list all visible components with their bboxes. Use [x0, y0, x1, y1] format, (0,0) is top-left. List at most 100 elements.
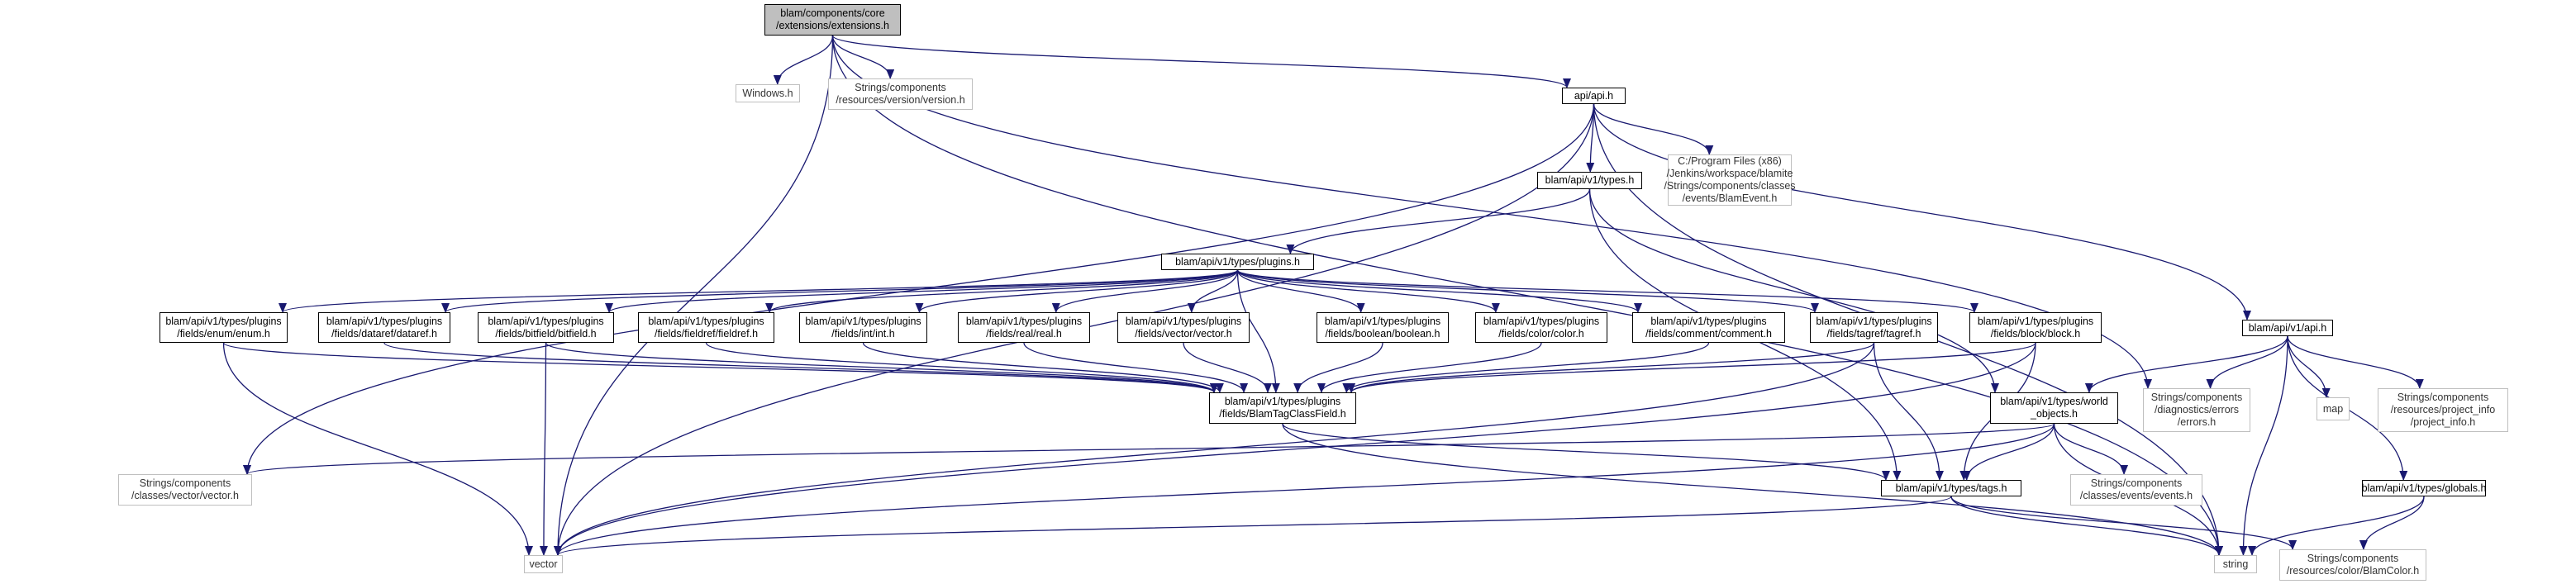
node-label-line: blam/api/v1/types/plugins — [648, 315, 764, 327]
node-dataref[interactable]: blam/api/v1/types/plugins/fields/dataref… — [318, 312, 450, 343]
node-label-line: blam/api/v1/types/plugins — [1650, 315, 1767, 327]
node-label-line: Strings/components — [139, 477, 231, 489]
node-comment[interactable]: blam/api/v1/types/plugins/fields/comment… — [1632, 312, 1785, 343]
edge-enum-to-classfield — [222, 342, 1218, 393]
edge-real-to-classfield — [1023, 342, 1248, 393]
node-label-line: /fields/comment/comment.h — [1645, 327, 1772, 339]
edge-api-to-v1api — [1593, 103, 2251, 320]
node-plugins[interactable]: blam/api/v1/types/plugins.h — [1161, 254, 1314, 270]
edge-ext-to-version — [831, 35, 895, 79]
node-label-line: blam/api/v1/types/plugins.h — [1175, 255, 1300, 268]
node-bitfield[interactable]: blam/api/v1/types/plugins/fields/bitfiel… — [478, 312, 614, 343]
node-label-line: _objects.h — [2031, 408, 2078, 420]
edge-dataref-to-classfield — [383, 342, 1218, 393]
node-ext[interactable]: blam/components/core/extensions/extensio… — [764, 4, 901, 36]
edge-enum-to-vector — [222, 342, 533, 556]
node-real[interactable]: blam/api/v1/types/plugins/fields/real/re… — [958, 312, 1090, 343]
edge-v1api-to-projinfo — [2287, 335, 2424, 389]
node-version: Strings/components/resources/version/ver… — [828, 78, 973, 110]
node-v1api[interactable]: blam/api/v1/api.h — [2242, 320, 2333, 336]
node-label-line: C:/Program Files (x86) — [1678, 155, 1782, 167]
edge-classfield-to-string — [1282, 423, 2223, 556]
node-label-line: /fields/fieldref/fieldref.h — [654, 327, 759, 339]
node-color[interactable]: blam/api/v1/types/plugins/fields/color/c… — [1475, 312, 1607, 343]
node-label-line: /fields/BlamTagClassField.h — [1219, 408, 1346, 420]
edge-bitfield-to-vector — [539, 342, 548, 556]
edge-plugins-to-tagref — [1236, 269, 1819, 313]
node-label-line: blam/api/v1/types/plugins — [1977, 315, 2094, 327]
edge-block-to-vector — [554, 342, 2036, 556]
node-tags[interactable]: blam/api/v1/types/tags.h — [1881, 480, 2021, 496]
edge-plugins-to-boolean — [1236, 269, 1365, 313]
node-fieldref[interactable]: blam/api/v1/types/plugins/fields/fieldre… — [638, 312, 774, 343]
edge-classfield-to-tags — [1282, 423, 1890, 481]
node-tagref[interactable]: blam/api/v1/types/plugins/fields/tagref/… — [1810, 312, 1938, 343]
node-api[interactable]: api/api.h — [1562, 88, 1626, 104]
edge-worldobj-to-vector — [554, 423, 2055, 556]
node-label-line: blam/api/v1/types/plugins — [1324, 315, 1441, 327]
node-label-line: api/api.h — [1574, 89, 1614, 102]
edge-plugins-to-classfield — [1236, 269, 1280, 393]
edge-boolean-to-classfield — [1293, 342, 1383, 393]
edge-worldobj-to-events — [2053, 423, 2129, 475]
edge-tags-to-blamcolor — [1950, 496, 2297, 550]
node-boolean[interactable]: blam/api/v1/types/plugins/fields/boolean… — [1317, 312, 1449, 343]
node-label-line: vector — [529, 558, 558, 570]
node-label-line: /fields/tagref/tagref.h — [1826, 327, 1921, 339]
node-vecclass: Strings/components/classes/vector/vector… — [118, 474, 252, 506]
edge-plugins-to-real — [1051, 269, 1239, 313]
node-events: Strings/components/classes/events/events… — [2070, 474, 2202, 506]
node-label-line: blam/api/v1/types/plugins — [326, 315, 443, 327]
node-label-line: /fields/vector/vector.h — [1135, 327, 1232, 339]
edge-worldobj-to-tags — [1962, 423, 2055, 481]
node-projinfo: Strings/components/resources/project_inf… — [2378, 388, 2508, 432]
edge-color-to-classfield — [1317, 342, 1542, 393]
node-label-line: /project_info.h — [2410, 416, 2476, 428]
node-label-line: /fields/bitfield/bitfield.h — [495, 327, 597, 339]
edge-plugins-to-dataref — [441, 269, 1239, 313]
edge-fieldref-to-classfield — [705, 342, 1218, 393]
edge-ext-to-string — [831, 35, 2223, 556]
node-label-line: blam/api/v1/types.h — [1545, 174, 1635, 186]
node-label-line: /classes/events/events.h — [2079, 490, 2193, 501]
edge-int-to-classfield — [862, 342, 1224, 393]
node-label-line: /fields/block/block.h — [1990, 327, 2081, 339]
node-int[interactable]: blam/api/v1/types/plugins/fields/int/int… — [799, 312, 927, 343]
edge-plugins-to-block — [1236, 269, 1978, 313]
node-enum[interactable]: blam/api/v1/types/plugins/fields/enum/en… — [160, 312, 288, 343]
node-label-line: /resources/color/BlamColor.h — [2286, 565, 2420, 577]
edge-globals-to-blamcolor — [2359, 496, 2425, 550]
node-label-line: blam/api/v1/types/world — [2000, 396, 2108, 407]
node-label-line: /fields/int/int.h — [831, 327, 895, 339]
node-worldobj[interactable]: blam/api/v1/types/world_objects.h — [1990, 392, 2118, 424]
node-label-line: blam/api/v1/types/plugins — [1483, 315, 1600, 327]
node-label-line: Strings/components — [2307, 553, 2399, 564]
node-label-line: Strings/components — [2090, 477, 2183, 489]
node-blamcolor: Strings/components/resources/color/BlamC… — [2279, 549, 2426, 581]
node-label-line: blam/api/v1/types/plugins — [1125, 315, 1242, 327]
node-blamevent: C:/Program Files (x86)/Jenkins/workspace… — [1664, 154, 1796, 206]
node-label-line: blam/components/core — [780, 7, 885, 19]
edge-plugins-to-enum — [279, 269, 1239, 313]
node-label-line: /fields/enum/enum.h — [177, 327, 270, 339]
node-label-line: /fields/real/real.h — [986, 327, 1062, 339]
node-string: string — [2214, 555, 2257, 573]
node-errors: Strings/components/diagnostics/errors/er… — [2143, 388, 2250, 432]
node-globals[interactable]: blam/api/v1/types/globals.h — [2362, 480, 2486, 496]
edge-plugins-to-vectorh — [1187, 269, 1239, 313]
node-types[interactable]: blam/api/v1/types.h — [1537, 172, 1642, 189]
edge-plugins-to-color — [1236, 269, 1500, 313]
node-block[interactable]: blam/api/v1/types/plugins/fields/block/b… — [1969, 312, 2102, 343]
node-label-line: Strings/components — [2397, 392, 2489, 403]
node-label-line: string — [2222, 558, 2249, 570]
node-label-line: /diagnostics/errors — [2154, 404, 2240, 415]
node-label-line: Strings/components — [855, 82, 946, 93]
edge-tagref-to-tags — [1873, 342, 1944, 481]
node-label-line: blam/api/v1/types/plugins — [805, 315, 921, 327]
edge-plugins-to-int — [915, 269, 1239, 313]
edge-tags-to-vector — [554, 496, 1952, 556]
node-classfield[interactable]: blam/api/v1/types/plugins/fields/BlamTag… — [1209, 392, 1356, 424]
edge-v1api-to-worldobj — [2084, 335, 2288, 393]
edge-plugins-to-bitfield — [605, 269, 1239, 313]
node-vectorh[interactable]: blam/api/v1/types/plugins/fields/vector/… — [1117, 312, 1250, 343]
